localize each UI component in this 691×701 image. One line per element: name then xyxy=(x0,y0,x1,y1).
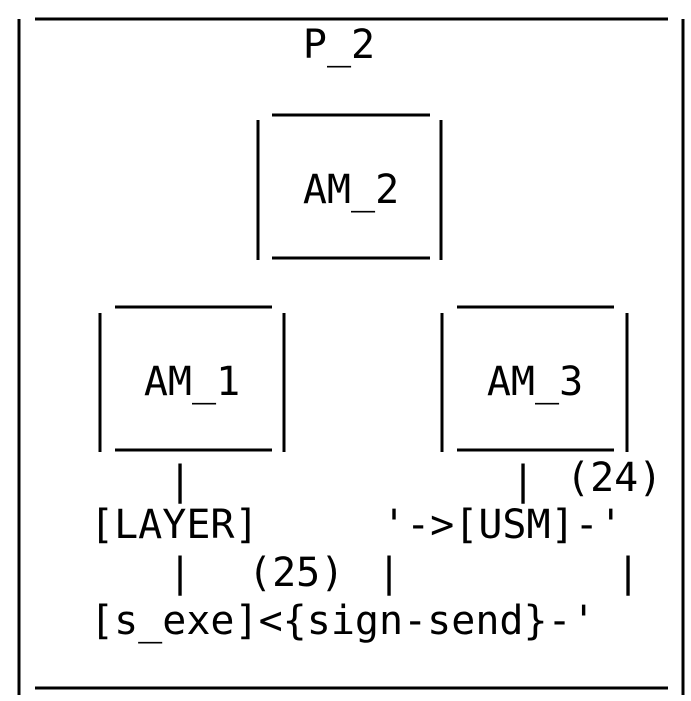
marker-24: (24) xyxy=(566,455,662,501)
container-label: P_2 xyxy=(303,22,375,68)
node-layer: [LAYER] xyxy=(90,502,259,548)
module-am1 xyxy=(98,305,286,452)
node-exe-line: [s_exe]<{sign-send}-' xyxy=(90,598,596,644)
node-usm-line: '->[USM]-' xyxy=(382,502,623,548)
module-am2 xyxy=(256,113,443,260)
module-am3 xyxy=(440,305,629,452)
module-am2-label: AM_2 xyxy=(303,167,399,213)
connector-usm-left-pipe: | xyxy=(377,550,401,596)
module-am1-label: AM_1 xyxy=(144,359,240,405)
container-p2 xyxy=(17,17,685,695)
connector-am1-pipe: | xyxy=(168,458,192,504)
connector-usm-right-pipe: | xyxy=(616,550,640,596)
marker-25: (25) xyxy=(248,550,344,596)
connector-am3-pipe: | xyxy=(511,458,535,504)
connector-layer-pipe: | xyxy=(168,550,192,596)
module-am3-label: AM_3 xyxy=(487,359,583,405)
